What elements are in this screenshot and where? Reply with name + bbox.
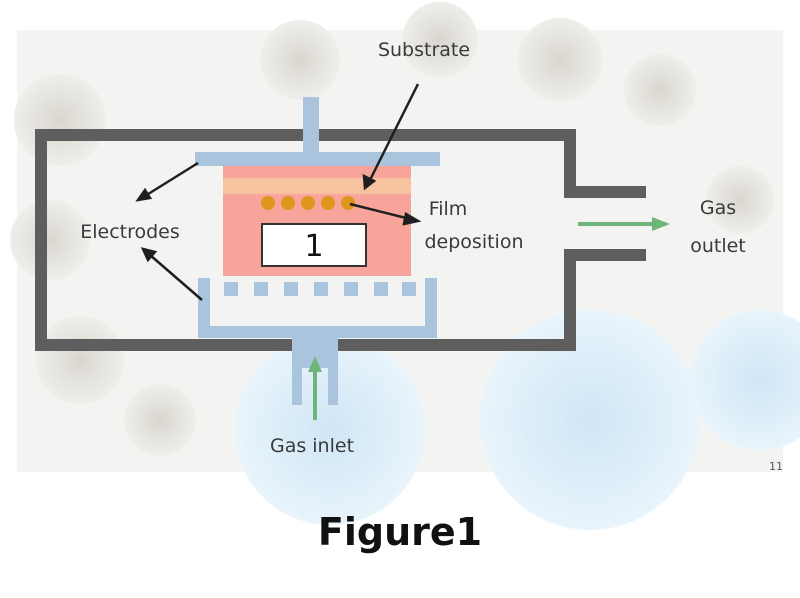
showerhead-holes: [224, 282, 416, 296]
substrate-plate: [223, 178, 411, 194]
film-particles: [261, 196, 355, 210]
gas-outlet-arrow: [578, 217, 670, 231]
gas-inlet-arrow: [308, 356, 322, 420]
pointer-lines: [135, 83, 422, 301]
sample-number: 1: [304, 229, 323, 264]
gas-outlet-label-line2: outlet: [690, 235, 746, 257]
labels: Substrate Electrodes Film deposition Gas…: [80, 39, 783, 473]
electrodes-label: Electrodes: [80, 221, 180, 243]
background-molecule-decoration: [10, 2, 800, 530]
gas-inlet-pipe: [292, 345, 338, 405]
chamber-wall: [35, 129, 646, 351]
page-mark: 11: [769, 460, 783, 473]
film-deposition-label-line2: deposition: [424, 231, 523, 253]
film-deposition-label-line1: Film: [429, 198, 468, 220]
gas-outlet-label-line1: Gas: [700, 197, 736, 219]
sample-box: [261, 223, 367, 267]
gas-inlet-label: Gas inlet: [270, 435, 354, 457]
substrate-label: Substrate: [378, 39, 470, 61]
figure-caption: Figure1: [317, 510, 483, 554]
